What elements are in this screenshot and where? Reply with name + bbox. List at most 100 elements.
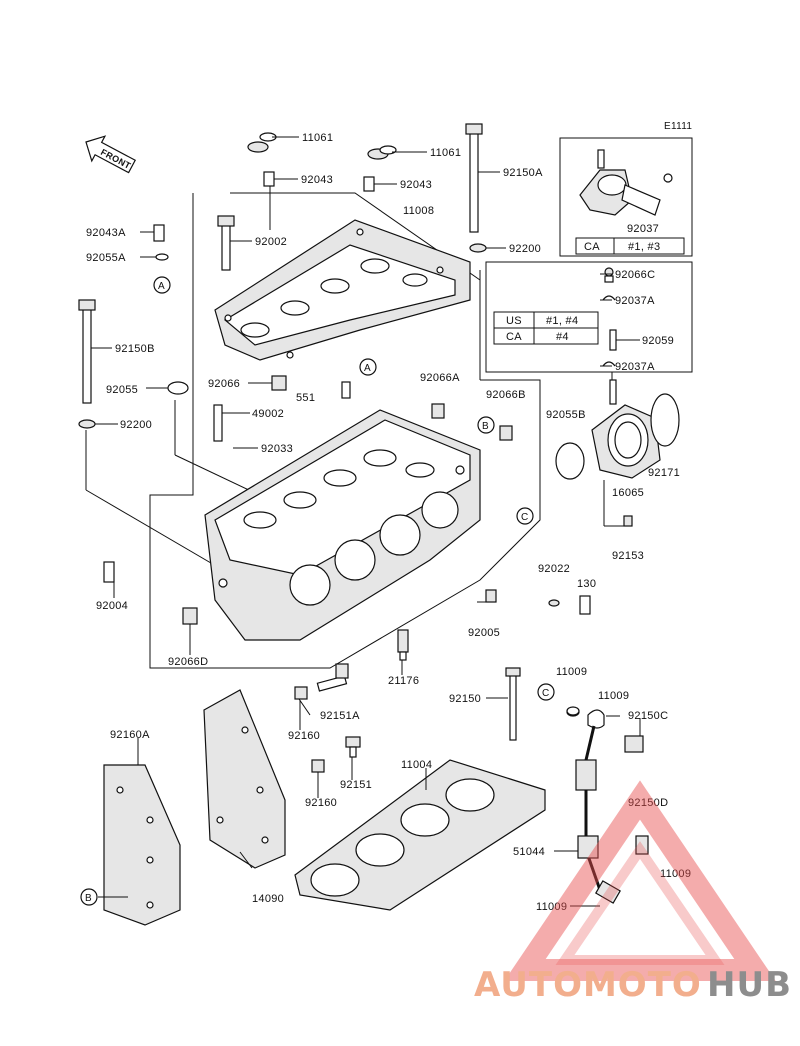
label-92066C: 92066C [615,269,655,281]
bolt-130 [579,595,591,615]
label-92150B: 92150B [115,343,155,355]
part-551 [341,381,351,399]
label-51044: 51044 [513,846,545,858]
label-92150: 92150 [449,693,481,705]
label-92066B: 92066B [486,389,526,401]
washer-11009-top [566,706,580,716]
bolt-92150 [505,667,521,741]
label-11004: 11004 [401,759,432,771]
label-92022: 92022 [538,563,570,575]
washer-92200-left [78,419,96,429]
table2-cell-r0c0: US [506,315,522,327]
label-551: 551 [296,392,315,404]
washer-92200-right [469,243,487,253]
cover-92160A [103,764,181,926]
label-11008: 11008 [403,205,434,217]
watermark-text-automoto: AUTOMOTO [474,965,702,1005]
o-ring-92055 [167,381,189,395]
table1-cell-r0c1: #1, #3 [628,241,660,253]
callout-B-lower: B [80,888,98,906]
bolt-92151A [316,663,349,692]
label-92200-top: 92200 [509,243,541,255]
diagram-code: E1111 [664,121,692,132]
screw-92153 [623,515,633,527]
label-92150A: 92150A [503,167,543,179]
plug-92066 [271,375,287,391]
bolt-92151 [345,736,361,758]
bolt-92150B [78,299,96,404]
label-92151A: 92151A [320,710,360,722]
plate-14090 [203,689,286,869]
callout-C-lower: C [537,683,555,701]
pin-92043-right [363,176,375,192]
label-92004: 92004 [96,600,128,612]
o-ring-92055B [555,442,585,480]
label-92033: 92033 [261,443,293,455]
label-130: 130 [577,578,596,590]
pin-92043-left [263,171,275,187]
guide-49002 [213,404,223,442]
washer-92022 [548,599,560,607]
label-92055A: 92055A [86,252,126,264]
o-ring-92055A [155,253,169,261]
stud-92004 [103,561,115,583]
svg-text:B: B [85,893,92,904]
label-11061-right: 11061 [430,147,461,159]
head-gasket-11004 [294,759,546,911]
bolt-92150A [465,123,483,233]
svg-text:A: A [158,281,165,292]
label-92037A-bottom: 92037A [615,361,655,373]
label-16065: 16065 [612,487,644,499]
leader-lines [91,136,641,907]
label-92200-left: 92200 [120,419,152,431]
label-92043-right: 92043 [400,179,432,191]
cylinder-head-cover [214,219,471,361]
label-49002: 49002 [252,408,284,420]
plug-92005 [485,589,497,603]
nut-92160-top [294,686,308,700]
svg-text:C: C [542,688,550,699]
label-92002: 92002 [255,236,287,248]
label-92150C: 92150C [628,710,668,722]
label-92066D: 92066D [168,656,208,668]
label-92160-bottom: 92160 [305,797,337,809]
table1-cell-r0c0: CA [584,241,600,253]
plug-92066A [431,403,445,419]
label-92055: 92055 [106,384,138,396]
label-92171: 92171 [648,467,680,479]
label-11009-top: 11009 [556,666,587,678]
clamp-92171 [650,393,680,447]
label-92153: 92153 [612,550,644,562]
seal-11061-left [247,141,269,153]
watermark-triangle-icon [504,780,776,981]
label-92055B: 92055B [546,409,586,421]
label-92037A-top: 92037A [615,295,655,307]
label-92150D: 92150D [628,797,668,809]
callout-C-right: C [516,507,534,525]
table2-cell-r1c1: #4 [556,331,569,343]
label-92037: 92037 [627,223,659,235]
label-11061-left: 11061 [302,132,333,144]
watermark-logo: AUTOMOTO HUB [474,780,791,1005]
label-11009-bottom: 11009 [536,901,567,913]
sensor-21176 [397,629,409,661]
label-92059: 92059 [642,335,674,347]
plug-92066D [182,607,198,625]
table2-cell-r0c1: #1, #4 [546,315,578,327]
label-11009-right: 11009 [660,868,691,880]
svg-text:C: C [521,512,529,523]
front-arrow-icon: FRONT [85,135,137,174]
table2-cell-r1c0: CA [506,331,522,343]
plug-92066B [499,425,513,441]
label-92043-left: 92043 [301,174,333,186]
label-92043A: 92043A [86,227,126,239]
part-labels: 11061 11061 92043 92043 11008 92150A 920… [86,132,691,913]
callout-A-mid: A [359,358,377,376]
pin-92043A [153,224,165,242]
oil-pipe-51044 [566,707,649,904]
label-21176: 21176 [388,675,419,687]
nut-92160-bottom [311,759,325,773]
vacuum-detail-box [485,261,693,373]
label-92005: 92005 [468,627,500,639]
